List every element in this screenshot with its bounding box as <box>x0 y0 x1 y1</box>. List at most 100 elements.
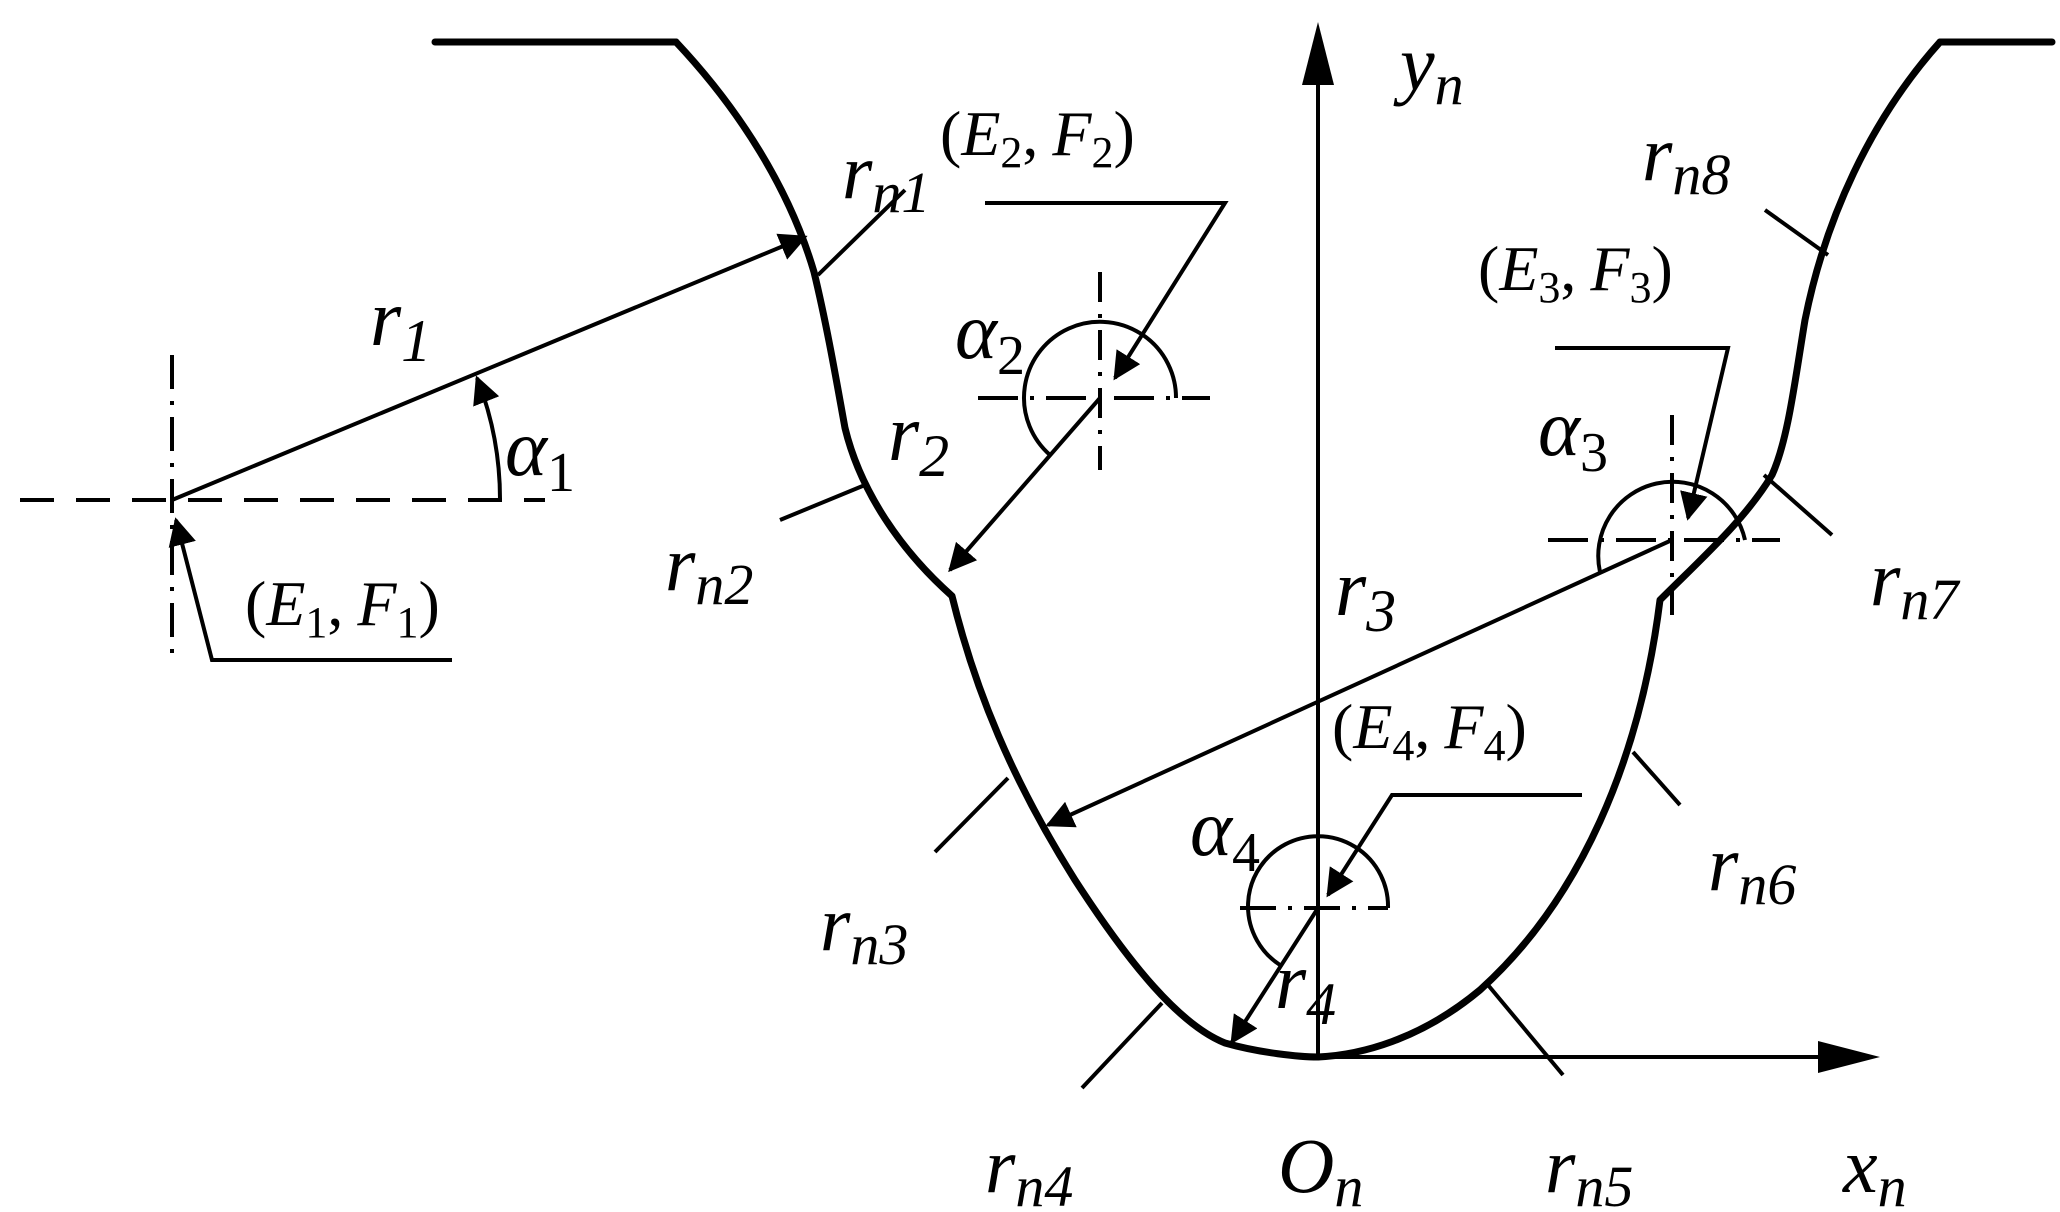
rn1-index: 1 <box>901 160 930 225</box>
r1-radius-line <box>171 233 808 502</box>
rn5-index: 5 <box>1604 1154 1633 1212</box>
r2-name: r <box>888 390 920 478</box>
rn6-index: 6 <box>1767 852 1796 917</box>
r3-index: 3 <box>1365 578 1396 644</box>
rn2-index: 2 <box>724 552 753 617</box>
rn5-n: n <box>1575 1154 1604 1212</box>
center-3-e: E <box>1498 233 1538 304</box>
rn3-index: 3 <box>878 912 908 977</box>
alpha4-name: α <box>1190 785 1234 873</box>
x-axis-arrowhead <box>1818 1041 1880 1073</box>
alpha3-index: 3 <box>1580 422 1608 484</box>
profile-left <box>672 38 1322 1061</box>
y-axis-subscript: n <box>1435 52 1464 117</box>
rn3-leader <box>933 776 1010 854</box>
alpha2-label: α2 <box>955 288 1025 387</box>
center-1-open: ( <box>245 568 266 639</box>
center-2-sep: , <box>1022 98 1038 169</box>
r2-index: 2 <box>919 423 949 489</box>
origin-name: O <box>1278 1122 1334 1209</box>
tooth-profile <box>431 38 2056 1061</box>
center-3-label: (E3,F3) <box>1478 233 1673 312</box>
rn7-label: rn7 <box>1870 535 1960 632</box>
center-4-label: (E4,F4) <box>1332 691 1527 770</box>
rn2-r: r <box>665 520 696 607</box>
center-4-sep: , <box>1414 691 1430 762</box>
rn8-label: rn8 <box>1642 110 1730 207</box>
center-2-close: ) <box>1114 98 1135 169</box>
center-2-e-index: 2 <box>1000 128 1022 177</box>
r4-radius-line <box>1230 906 1320 1045</box>
center-1-e: E <box>265 568 305 639</box>
segment-leaders <box>779 188 1834 1090</box>
center-4-f-index: 4 <box>1484 721 1506 770</box>
center-2-open: ( <box>940 98 961 169</box>
alpha2-index: 2 <box>997 325 1025 387</box>
center-4-e: E <box>1352 691 1392 762</box>
r3-name: r <box>1335 545 1367 633</box>
r3-radius-line <box>1045 538 1673 828</box>
rn4-r: r <box>985 1122 1016 1209</box>
center-3-close: ) <box>1652 233 1673 304</box>
y-axis-label: yn <box>1393 20 1464 117</box>
center-3-f-index: 3 <box>1630 263 1652 312</box>
center-3-leader <box>1555 346 1731 521</box>
r2-radius-line <box>948 396 1102 573</box>
rn2-leader <box>779 483 866 522</box>
rn3-label: rn3 <box>820 880 908 977</box>
rn4-index: 4 <box>1044 1154 1073 1212</box>
rn4-n: n <box>1015 1154 1044 1212</box>
r2-label: r2 <box>888 390 949 489</box>
rn4-label: rn4 <box>985 1122 1073 1212</box>
center-1-leader <box>168 517 452 662</box>
center-2-e: E <box>960 98 1000 169</box>
rn7-n: n <box>1900 567 1929 632</box>
center-1-f: F <box>356 568 397 639</box>
alpha3-name: α <box>1538 385 1582 473</box>
origin-subscript: n <box>1334 1154 1363 1212</box>
rn3-n: n <box>850 912 879 977</box>
center-1-close: ) <box>419 568 440 639</box>
center-1-label: (E1,F1) <box>245 568 440 647</box>
center-1 <box>20 233 808 665</box>
center-2-f-index: 2 <box>1092 128 1114 177</box>
r4-label: r4 <box>1275 938 1336 1037</box>
origin-label: On <box>1278 1122 1363 1212</box>
center-2 <box>948 201 1229 573</box>
center-3-f: F <box>1589 233 1630 304</box>
rn1-n: n <box>872 160 901 225</box>
rn5-label: rn5 <box>1545 1122 1633 1212</box>
rn5-r: r <box>1545 1122 1576 1209</box>
rn8-leader <box>1763 208 1830 257</box>
rn6-label: rn6 <box>1708 820 1796 917</box>
rn7-r: r <box>1870 535 1901 622</box>
center-4-f: F <box>1443 691 1484 762</box>
r1-label: r1 <box>370 275 431 374</box>
alpha2-name: α <box>955 288 999 376</box>
center-2-f: F <box>1051 98 1092 169</box>
center-1-e-index: 1 <box>305 598 327 647</box>
center-3-open: ( <box>1478 233 1499 304</box>
profile-right <box>1314 38 1944 1061</box>
center-4-leader <box>1326 793 1582 898</box>
rn6-leader <box>1631 750 1682 807</box>
center-3-sep: , <box>1560 233 1576 304</box>
center-3-e-index: 3 <box>1538 263 1560 312</box>
alpha3-label: α3 <box>1538 385 1608 484</box>
r3-label: r3 <box>1335 545 1396 644</box>
rn1-r: r <box>842 128 873 215</box>
x-axis-subscript: n <box>1878 1154 1907 1212</box>
x-axis-label: xn <box>1842 1122 1907 1212</box>
coordinate-axes <box>1302 22 1880 1073</box>
r1-name: r <box>370 275 402 363</box>
rn8-n: n <box>1672 142 1701 207</box>
center-1-f-index: 1 <box>397 598 419 647</box>
alpha1-arc <box>473 375 503 501</box>
r1-index: 1 <box>401 308 431 374</box>
center-4-open: ( <box>1332 691 1353 762</box>
r4-index: 4 <box>1306 971 1336 1037</box>
rn6-n: n <box>1738 852 1767 917</box>
alpha2-arc <box>1022 319 1179 457</box>
rn1-label: rn1 <box>842 128 930 225</box>
